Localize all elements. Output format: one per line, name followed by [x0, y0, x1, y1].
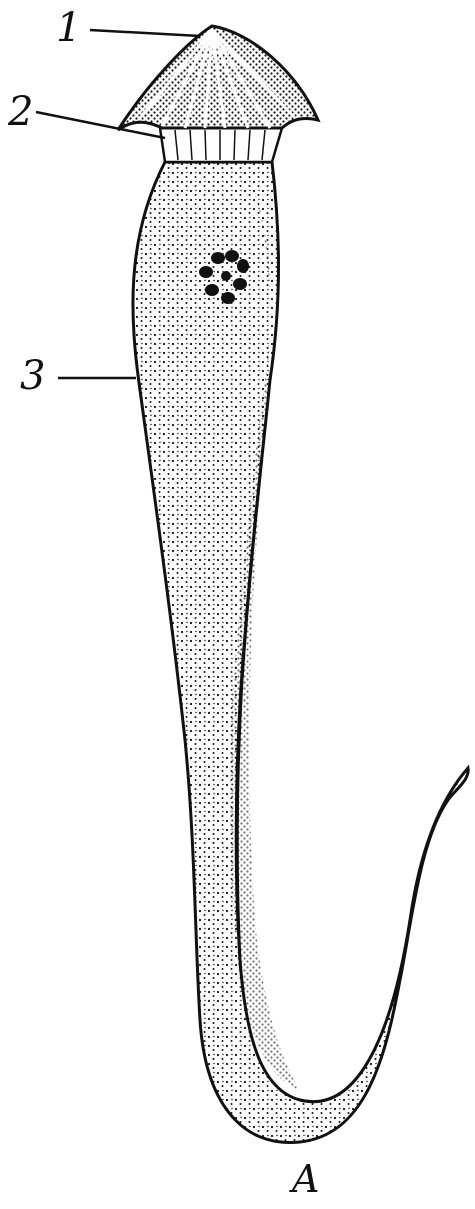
label-1: 1 [56, 8, 81, 48]
cell-body [133, 162, 468, 1143]
label-3: 3 [20, 356, 45, 396]
figure-caption: A [292, 1160, 319, 1198]
leader-line-1 [90, 30, 200, 36]
label-2: 2 [8, 92, 33, 132]
